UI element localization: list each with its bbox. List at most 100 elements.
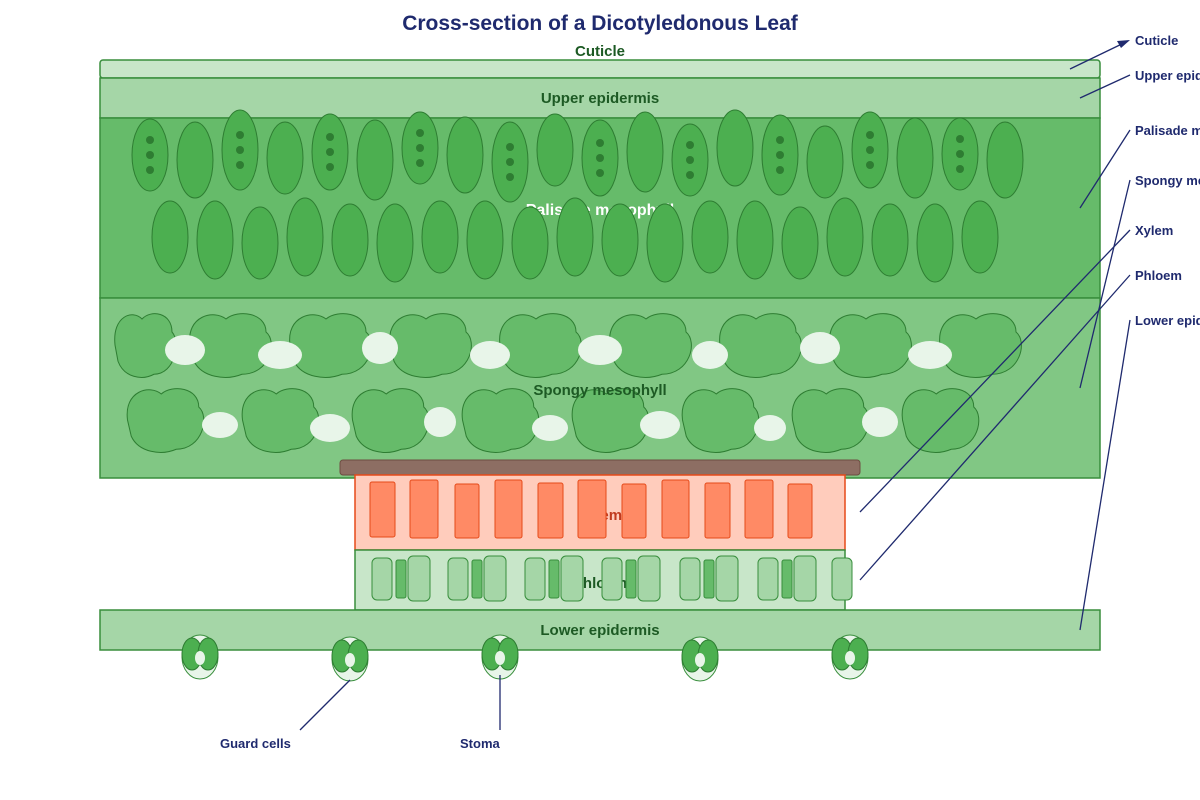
- chloroplast: [866, 161, 874, 169]
- stoma-pore: [345, 653, 355, 667]
- chloroplast: [236, 161, 244, 169]
- spongy-cells: [114, 313, 1022, 453]
- guard-cells-leader-line: [299, 679, 351, 731]
- palisade-leader-line: [1079, 129, 1131, 209]
- palisade-cell: [266, 121, 304, 195]
- air-space: [424, 407, 456, 437]
- chloroplast: [686, 141, 694, 149]
- chloroplast: [956, 150, 964, 158]
- phloem-leader-line: [859, 274, 1131, 581]
- cuticle-label: Cuticle: [575, 43, 625, 60]
- xylem-vessel: [704, 482, 731, 539]
- chloroplast: [866, 131, 874, 139]
- palisade-cell: [331, 203, 369, 277]
- palisade-cell: [286, 197, 324, 277]
- air-space: [258, 341, 302, 369]
- air-space: [202, 412, 238, 438]
- chloroplast: [236, 131, 244, 139]
- cuticle-leader-arrowhead: [1117, 40, 1130, 48]
- sieve-tube: [407, 555, 431, 602]
- sieve-tube: [601, 557, 623, 601]
- spongy-cell: [351, 388, 430, 453]
- spongy-cell: [389, 313, 472, 378]
- callout-upper-epidermis: Upper epidermis: [1135, 68, 1200, 83]
- companion-cell: [703, 559, 715, 599]
- palisade-cell: [646, 203, 684, 283]
- sieve-tube: [483, 555, 507, 602]
- air-space: [800, 332, 840, 364]
- lower-epidermis-label: Lower epidermis: [540, 622, 659, 639]
- spongy-cell: [681, 388, 760, 453]
- palisade-cell: [376, 203, 414, 283]
- spongy-cell: [571, 388, 650, 453]
- chloroplast: [236, 146, 244, 154]
- palisade-cell: [826, 197, 864, 277]
- air-space: [532, 415, 568, 441]
- stoma-pore: [495, 651, 505, 665]
- callouts: Cuticle Upper epidermis Palisade mesophy…: [220, 33, 1200, 751]
- spongy-cell: [791, 388, 870, 453]
- companion-cell: [781, 559, 793, 599]
- xylem-vessel: [369, 481, 396, 538]
- xylem-vessel: [744, 479, 774, 539]
- spongy-cell: [609, 313, 692, 378]
- chloroplast: [506, 173, 514, 181]
- callout-spongy: Spongy mesophyll: [1135, 173, 1200, 188]
- palisade-cell: [241, 206, 279, 280]
- palisade-cell: [986, 121, 1024, 199]
- palisade-cell: [626, 111, 664, 193]
- spongy-cell: [499, 313, 582, 378]
- sieve-tube: [715, 555, 739, 602]
- companion-cell: [548, 559, 560, 599]
- palisade-cell: [536, 113, 574, 187]
- sieve-tube: [757, 557, 779, 601]
- air-space: [754, 415, 786, 441]
- chloroplast: [416, 159, 424, 167]
- callout-palisade: Palisade mesophyll: [1135, 123, 1200, 138]
- xylem-vessel: [409, 479, 439, 539]
- chloroplast: [776, 151, 784, 159]
- air-space: [692, 341, 728, 369]
- spongy-cell: [829, 313, 912, 378]
- stoma-pore: [195, 651, 205, 665]
- xylem-leader-line: [859, 229, 1131, 513]
- chloroplast: [326, 163, 334, 171]
- chloroplast: [146, 136, 154, 144]
- spongy-cell: [719, 313, 802, 378]
- palisade-cell: [896, 117, 934, 199]
- stomata: [181, 634, 869, 682]
- callout-stoma: Stoma: [460, 736, 501, 751]
- spongy-cell: [901, 388, 980, 453]
- chloroplast: [866, 146, 874, 154]
- sieve-tube: [679, 557, 701, 601]
- palisade-cell: [466, 200, 504, 280]
- palisade-cell: [421, 200, 459, 274]
- spongy-cell: [939, 313, 1022, 378]
- palisade-cell: [961, 200, 999, 274]
- sieve-tube: [447, 557, 469, 601]
- spongy-cell: [461, 388, 540, 453]
- chloroplast: [596, 154, 604, 162]
- companion-cell: [395, 559, 407, 599]
- palisade-cell: [871, 203, 909, 277]
- chloroplast: [416, 129, 424, 137]
- companion-cell: [625, 559, 637, 599]
- chloroplast: [146, 166, 154, 174]
- xylem-vessel: [661, 479, 690, 539]
- chloroplast: [776, 166, 784, 174]
- palisade-cell: [151, 200, 189, 274]
- xylem-vessel: [621, 483, 647, 539]
- chloroplast: [686, 156, 694, 164]
- upper-epidermis-layer: [99, 77, 1101, 119]
- callout-xylem: Xylem: [1135, 223, 1173, 238]
- sieve-tube: [560, 555, 584, 602]
- palisade-cell: [356, 119, 394, 201]
- phloem-cells: [371, 555, 853, 602]
- chloroplast: [776, 136, 784, 144]
- air-space: [908, 341, 952, 369]
- callout-lower-epidermis: Lower epidermis: [1135, 313, 1200, 328]
- spongy-mesophyll-label: Spongy mesophyll: [533, 382, 666, 399]
- spongy-cell: [126, 388, 205, 453]
- diagram-title: Cross-section of a Dicotyledonous Leaf: [402, 12, 799, 35]
